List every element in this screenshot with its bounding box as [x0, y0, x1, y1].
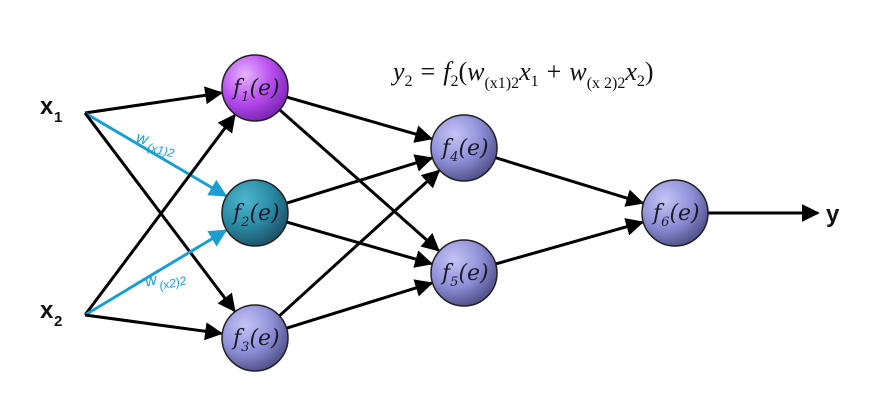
node-f3-subscript: 3	[241, 340, 249, 355]
input-x2-subscript: 2	[54, 313, 62, 330]
eq-lhs-sub: 2	[405, 73, 413, 90]
weight-x2-2-symbol: w	[144, 271, 160, 290]
node-f1-subscript: 1	[241, 90, 249, 105]
edge-f3-to-f4	[278, 169, 441, 317]
node-f3: f3(e)	[221, 304, 289, 372]
node-f1-arg: (e)	[249, 76, 279, 101]
output-y-label: y	[826, 201, 840, 228]
node-f6-circle	[641, 179, 709, 247]
node-f3-label: f3(e)	[231, 326, 280, 355]
eq-x1-sub: 1	[531, 73, 539, 90]
edge-x1-to-f2	[84, 111, 228, 198]
eq-w2: w	[569, 57, 587, 86]
edge-x2-to-f3	[84, 313, 224, 341]
node-f5-arg: (e)	[458, 261, 488, 286]
node-f1-label: f1(e)	[231, 76, 280, 105]
weight-x2-2-subscript: (x2)2	[158, 273, 188, 292]
eq-x2: x	[624, 57, 637, 86]
weight-x1-2-subscript: (x1)2	[146, 140, 176, 160]
node-f2: f2(e)	[221, 179, 289, 247]
node-f3-arg: (e)	[249, 326, 279, 351]
node-f6: f6(e)	[641, 179, 709, 247]
input-x2-label: x 2	[40, 297, 62, 330]
input-x1-label: x 1	[40, 93, 62, 126]
eq-func-sub: 2	[450, 73, 458, 90]
eq-close-paren: )	[645, 57, 654, 86]
edge-f4-to-f6	[495, 156, 645, 207]
eq-x2-sub: 2	[637, 73, 645, 90]
node-f4-label: f4(e)	[440, 136, 489, 165]
eq-equals: =	[421, 57, 436, 86]
node-f4-arg: (e)	[458, 136, 488, 161]
edge-f1-to-f4	[286, 95, 434, 143]
eq-w1-sub: (x1)2	[484, 75, 519, 92]
edge-f2-to-f4	[286, 154, 434, 205]
node-f6-arg: (e)	[669, 201, 699, 226]
node-f5-circle	[430, 239, 498, 307]
input-x2-text: x	[40, 297, 54, 324]
node-f2-subscript: 2	[240, 215, 249, 230]
node-f1: f1(e)	[221, 54, 289, 122]
node-f1-circle	[221, 54, 289, 122]
eq-func: f	[443, 57, 454, 86]
input-x1-text: x	[40, 93, 54, 120]
node-f6-label: f6(e)	[651, 201, 700, 230]
input-x1-subscript: 1	[54, 109, 62, 126]
eq-lhs: y	[390, 57, 405, 86]
eq-open-paren: (	[458, 57, 467, 86]
node-f4-circle	[430, 114, 498, 182]
edge-f5-to-f6	[495, 218, 645, 266]
edges-layer	[83, 86, 820, 341]
edge-x2-to-f2	[84, 229, 228, 317]
edge-f3-to-f5	[286, 279, 434, 330]
node-f5-label: f5(e)	[440, 261, 489, 290]
node-f4: f4(e)	[430, 114, 498, 182]
eq-x1: x	[518, 57, 531, 86]
eq-w1: w	[467, 57, 485, 86]
edge-x1-to-f3	[83, 112, 236, 313]
weight-x1-2-label: w (x1)2	[134, 129, 176, 160]
eq-plus: +	[547, 57, 562, 86]
edge-x1-to-f1	[84, 86, 224, 115]
node-f5-subscript: 5	[450, 275, 458, 290]
node-f5: f5(e)	[430, 239, 498, 307]
node-f6-subscript: 6	[661, 215, 669, 230]
node-f2-circle	[221, 179, 289, 247]
node-f4-subscript: 4	[449, 150, 458, 165]
node-f3-circle	[221, 304, 289, 372]
nodes-layer: f1(e)f2(e)f3(e)f4(e)f5(e)f6(e)	[221, 54, 709, 372]
equation: y2=f2(w(x1)2x1+w(x 2)2x2)	[390, 57, 654, 92]
edge-x2-to-f1	[83, 113, 236, 316]
node-f2-label: f2(e)	[231, 201, 280, 230]
weight-x2-2-label: w (x2)2	[144, 271, 188, 293]
node-f2-arg: (e)	[249, 201, 279, 226]
eq-w2-sub: (x 2)2	[587, 75, 626, 92]
